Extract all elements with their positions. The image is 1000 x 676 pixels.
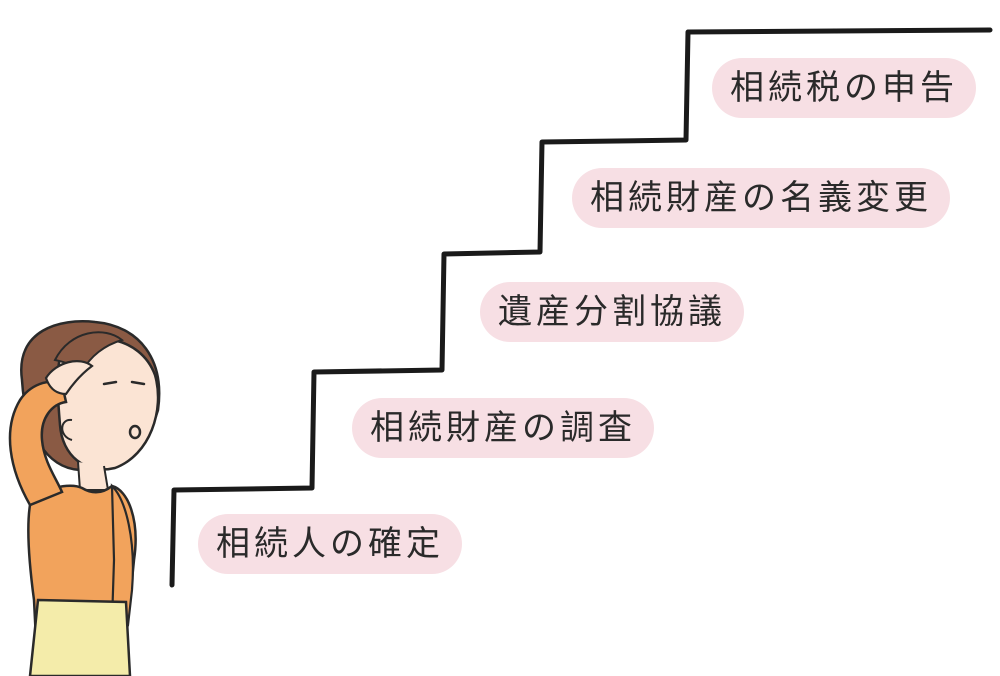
thinking-woman-icon xyxy=(8,320,161,676)
step-label-1: 相続人の確定 xyxy=(198,514,462,574)
step-label-3: 遺産分割協議 xyxy=(480,282,744,342)
staircase-line xyxy=(169,27,993,588)
step-label-5: 相続税の申告 xyxy=(712,58,976,118)
step-label-2: 相続財産の調査 xyxy=(352,398,654,458)
step-label-4: 相続財産の名義変更 xyxy=(572,168,950,228)
